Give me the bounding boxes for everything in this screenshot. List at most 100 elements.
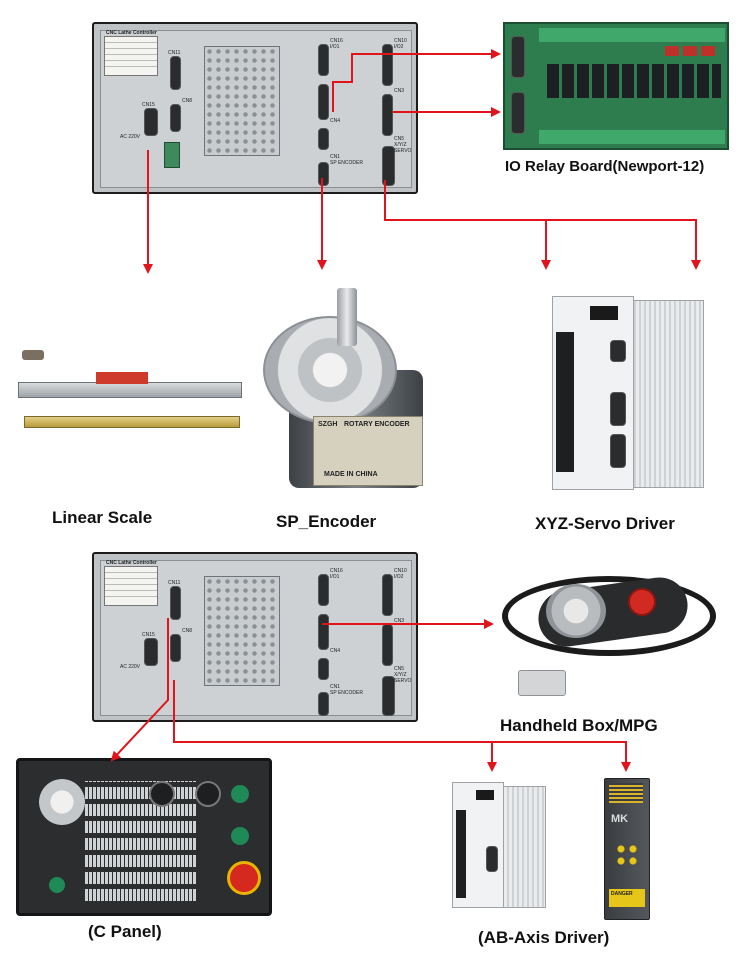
sp-encoder: SZGH ROTARY ENCODER MADE IN CHINA xyxy=(255,288,427,493)
panel-estop xyxy=(227,861,261,895)
io-relay-board xyxy=(503,22,729,150)
label-cn8: CN8 xyxy=(182,98,193,104)
connector-cn4 xyxy=(318,84,329,120)
label-cn1: CN1 xyxy=(330,154,341,160)
label-cn16: CN16 xyxy=(330,568,343,574)
relay-db-connector-2 xyxy=(511,92,525,134)
mk-danger: DANGER xyxy=(611,891,633,897)
mpg-handwheel xyxy=(546,584,606,638)
label-ac: AC 220V xyxy=(120,664,141,670)
encoder-title: ROTARY ENCODER xyxy=(344,421,410,428)
connector-cn-xyz xyxy=(382,146,395,186)
mk-top-grille xyxy=(609,783,643,803)
panel-power-on xyxy=(231,785,249,803)
connector-cn15 xyxy=(144,108,158,136)
connector-cn15 xyxy=(144,638,158,666)
handheld-mpg xyxy=(502,562,722,712)
label-cn1: CN1 xyxy=(330,684,341,690)
scale-bar-lower xyxy=(24,416,240,428)
connector-cn5 xyxy=(318,658,329,680)
label-cn3: CN3 xyxy=(394,88,405,94)
arrow-to-c-panel xyxy=(110,618,169,762)
servo-port-1 xyxy=(610,340,626,362)
panel-cycle-button xyxy=(49,877,65,893)
label-io1: I/O1 xyxy=(330,574,340,580)
label-sp-encoder-port: SP ENCODER xyxy=(330,160,363,166)
label-cn5: CN5 xyxy=(394,136,405,142)
mpg-db-connector xyxy=(518,670,566,696)
label-sp-encoder-port: SP ENCODER xyxy=(330,690,363,696)
arrow-cn4-to-relay xyxy=(332,49,501,112)
servo-dark-strip xyxy=(556,332,574,472)
linear-scale xyxy=(18,296,242,474)
label-cn5: CN5 xyxy=(394,666,405,672)
controller-title: CNC Lathe Controller xyxy=(106,560,157,566)
servo-port-2 xyxy=(610,392,626,426)
label-io2: I/O2 xyxy=(394,574,404,580)
servo-port-3 xyxy=(610,434,626,468)
connector-cn-xyz xyxy=(382,676,395,716)
connector-cn8 xyxy=(170,104,181,132)
controller-sticker xyxy=(104,36,158,76)
label-cn16: CN16 xyxy=(330,38,343,44)
label-cn15: CN15 xyxy=(142,102,155,108)
connector-cn3 xyxy=(382,94,393,136)
connector-cn10 xyxy=(382,44,393,86)
io-relay-board-label: IO Relay Board(Newport-12) xyxy=(505,158,705,175)
mk-buttons xyxy=(615,843,639,867)
label-cn10: CN10 xyxy=(394,38,407,44)
sp-encoder-label: SP_Encoder xyxy=(276,512,377,531)
encoder-shaft xyxy=(337,288,357,346)
label-io1: I/O1 xyxy=(330,44,340,50)
power-supply xyxy=(204,576,280,686)
encoder-brand: SZGH xyxy=(318,421,338,428)
relay-row xyxy=(547,64,721,98)
ab-servo-port xyxy=(486,846,498,872)
label-xyz: X/Y/Z SERVO xyxy=(394,142,412,154)
connector-cn10 xyxy=(382,574,393,616)
ab-axis-driver-label: (AB-Axis Driver) xyxy=(478,928,610,947)
label-cn11: CN11 xyxy=(168,580,181,586)
c-panel xyxy=(16,758,272,916)
scale-reader-head xyxy=(96,372,148,384)
connector-cn11 xyxy=(170,586,181,620)
connector-cn16 xyxy=(318,44,329,76)
encoder-made: MADE IN CHINA xyxy=(324,471,378,478)
label-cn4: CN4 xyxy=(330,118,341,124)
label-cn11: CN11 xyxy=(168,50,181,56)
label-cn15: CN15 xyxy=(142,632,155,638)
encoder-label-plate: SZGH ROTARY ENCODER MADE IN CHINA xyxy=(313,416,423,486)
controller-sticker xyxy=(104,566,158,606)
relay-terminals-bottom xyxy=(539,130,725,144)
connector-cn11 xyxy=(170,56,181,90)
connector-cn5 xyxy=(318,128,329,150)
xyz-servo-driver-label: XYZ-Servo Driver xyxy=(535,514,675,533)
ab-servo-dark-strip xyxy=(456,810,466,898)
controller-title: CNC Lathe Controller xyxy=(106,30,157,36)
panel-keypad xyxy=(85,781,197,901)
connector-cn1 xyxy=(318,162,329,186)
connector-cn16 xyxy=(318,574,329,606)
panel-power-off xyxy=(231,827,249,845)
handheld-box-label: Handheld Box/MPG xyxy=(500,716,658,735)
panel-handwheel xyxy=(39,779,85,825)
connector-cn1 xyxy=(318,692,329,716)
relay-terminals-top xyxy=(539,28,725,42)
relay-fuses xyxy=(665,46,719,56)
label-cn3: CN3 xyxy=(394,618,405,624)
scale-connector xyxy=(22,350,44,360)
connector-cn4 xyxy=(318,614,329,650)
panel-knob-1 xyxy=(149,781,175,807)
label-cn4: CN4 xyxy=(330,648,341,654)
c-panel-label: (C Panel) xyxy=(88,922,162,941)
mpg-estop xyxy=(628,588,656,616)
terminal-block xyxy=(164,142,180,168)
ab-axis-mk-driver: MK DANGER xyxy=(604,778,650,920)
arrow-to-xyz-servo xyxy=(384,180,701,270)
servo-side xyxy=(630,300,704,488)
mk-brand: MK xyxy=(611,813,629,825)
power-supply xyxy=(204,46,280,156)
relay-db-connector-1 xyxy=(511,36,525,78)
linear-scale-label: Linear Scale xyxy=(52,508,153,527)
